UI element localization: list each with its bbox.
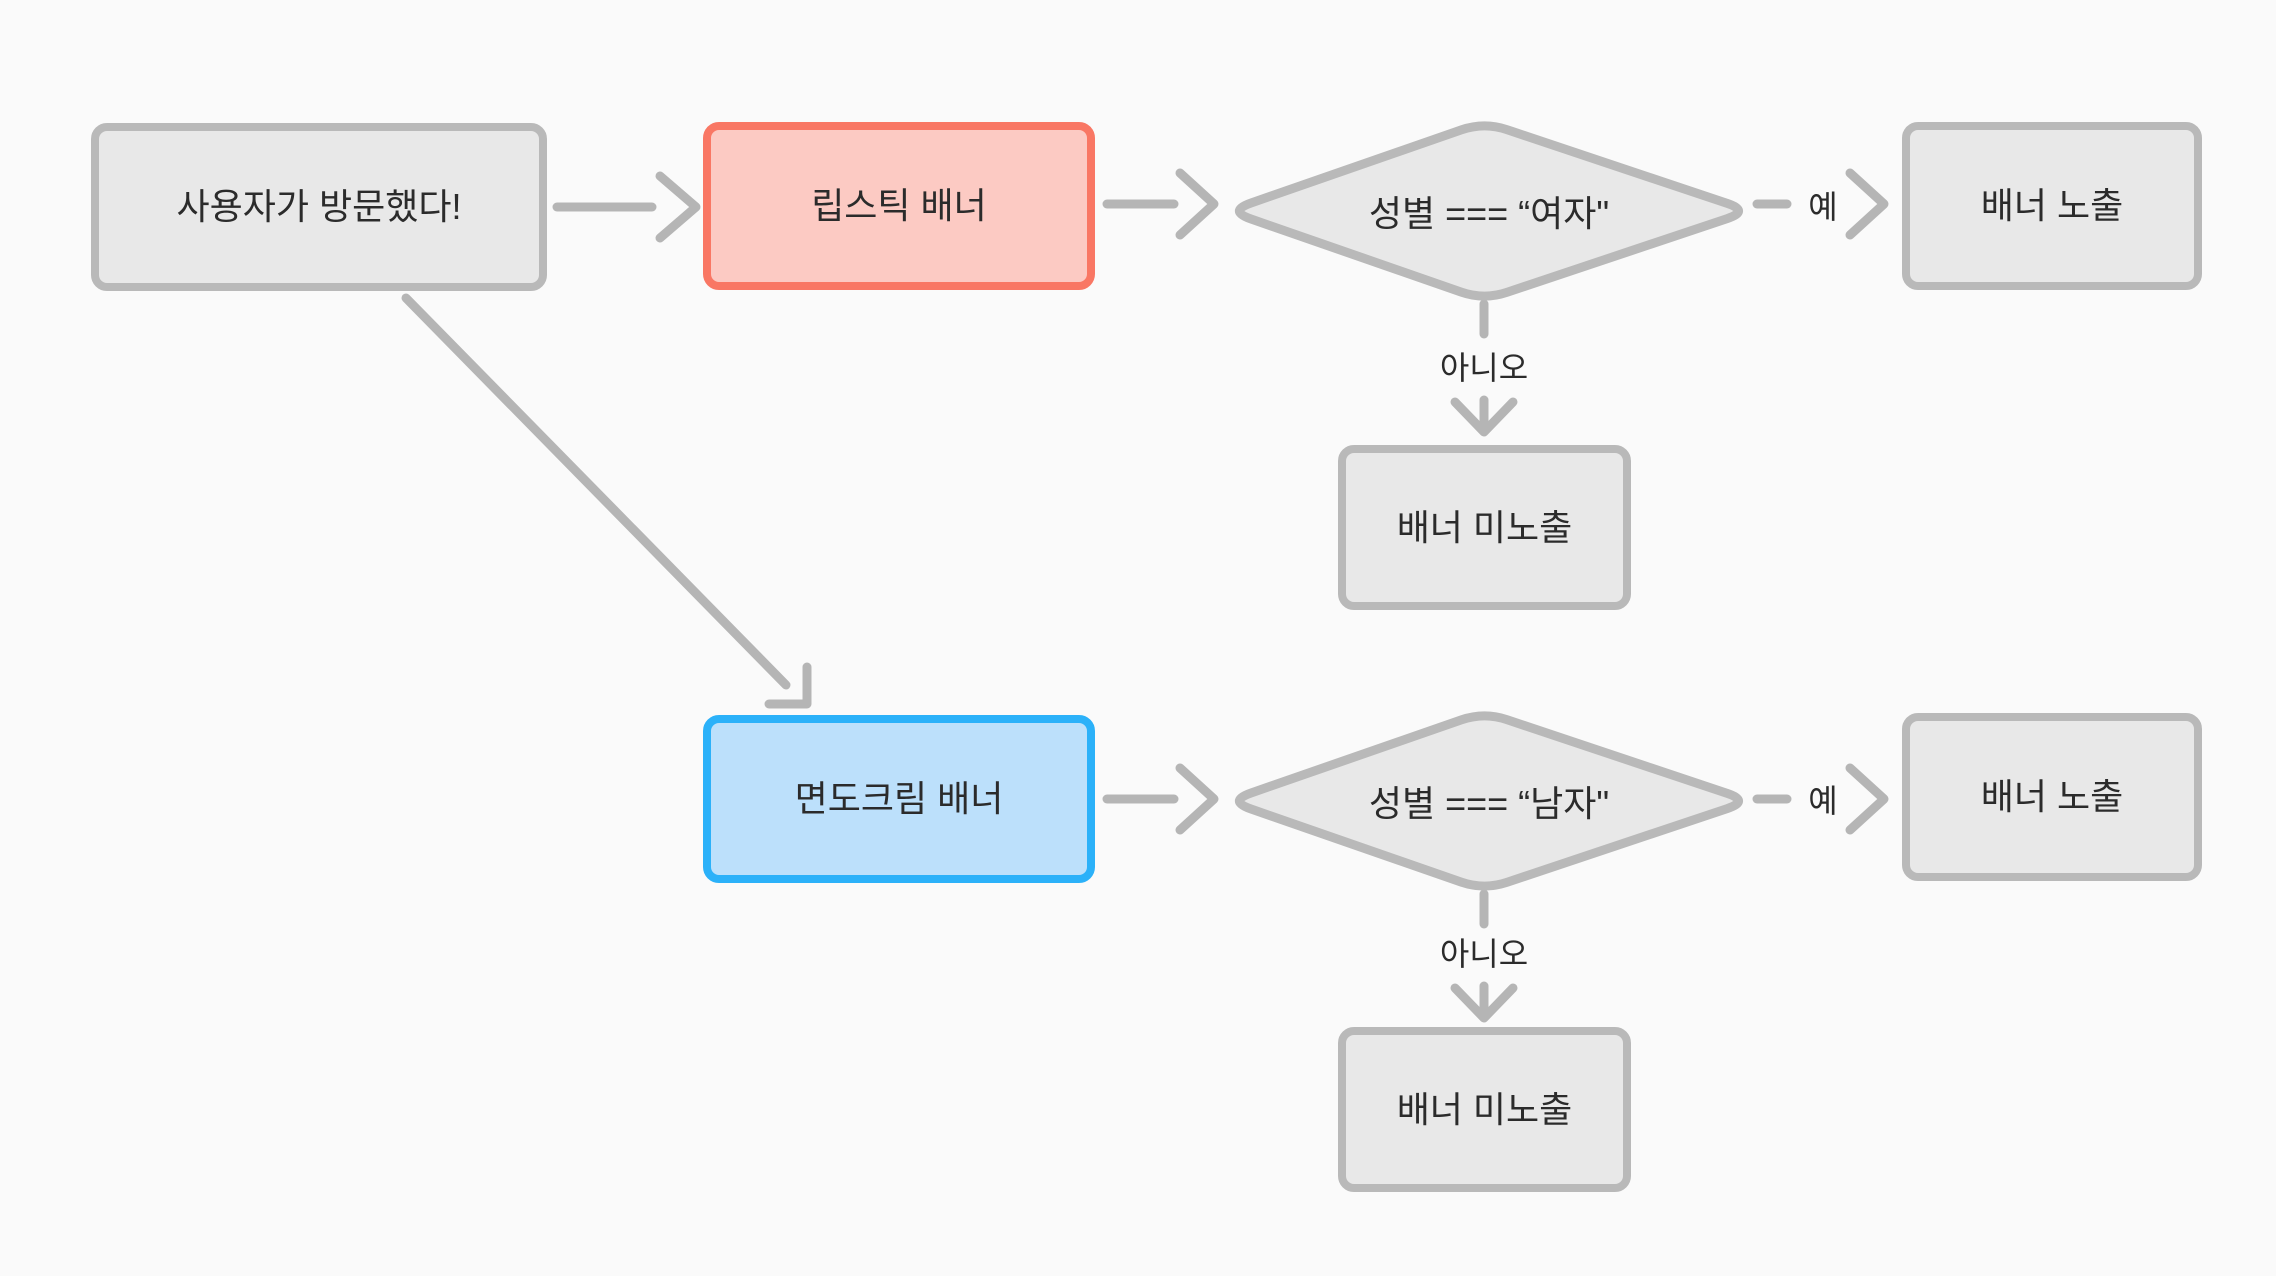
- node-gender-female-decision: 성별 === “여자": [1224, 118, 1754, 304]
- node-shaving-cream-banner-label: 면도크림 배너: [794, 778, 1004, 820]
- node-gender-male-decision: 성별 === “남자": [1224, 708, 1754, 894]
- arrowhead-start-to-shaving: [764, 662, 812, 709]
- node-lipstick-banner-label: 립스틱 배너: [811, 185, 987, 227]
- node-lipstick-banner: 립스틱 배너: [703, 122, 1095, 290]
- node-banner-shown-female: 배너 노출: [1902, 122, 2202, 290]
- node-banner-hidden-female: 배너 미노출: [1338, 445, 1631, 610]
- arrowhead-shaving-to-decision: [1175, 763, 1219, 835]
- arrowhead-start-to-lipstick: [655, 171, 701, 243]
- node-user-visited: 사용자가 방문했다!: [91, 123, 547, 291]
- node-banner-hidden-female-label: 배너 미노출: [1396, 506, 1573, 548]
- arrowhead-male-no: [1450, 983, 1518, 1023]
- diamond-shape-female: [1234, 121, 1744, 301]
- node-banner-hidden-male: 배너 미노출: [1338, 1027, 1631, 1192]
- node-shaving-cream-banner: 면도크림 배너: [703, 715, 1095, 883]
- edge-label-no-male: 아니오: [1439, 936, 1529, 972]
- node-gender-male-decision-label: 성별 === “남자": [1368, 783, 1610, 824]
- arrowhead-female-yes: [1845, 168, 1889, 240]
- edge-label-yes-female: 예: [1808, 189, 1838, 225]
- node-user-visited-label: 사용자가 방문했다!: [176, 186, 462, 228]
- node-banner-hidden-male-label: 배너 미노출: [1396, 1088, 1573, 1130]
- edge-start-to-shaving: [401, 293, 791, 690]
- diamond-shape-male: [1234, 711, 1744, 891]
- node-banner-shown-male: 배너 노출: [1902, 713, 2202, 881]
- node-banner-shown-male-label: 배너 노출: [1980, 776, 2124, 818]
- arrowhead-female-no: [1450, 397, 1518, 437]
- arrowhead-male-yes: [1845, 763, 1889, 835]
- edge-label-yes-male: 예: [1808, 783, 1838, 819]
- arrowhead-lipstick-to-decision: [1175, 168, 1219, 240]
- edge-label-no-female: 아니오: [1439, 350, 1529, 386]
- node-gender-female-decision-label: 성별 === “여자": [1368, 193, 1610, 234]
- node-banner-shown-female-label: 배너 노출: [1980, 185, 2124, 227]
